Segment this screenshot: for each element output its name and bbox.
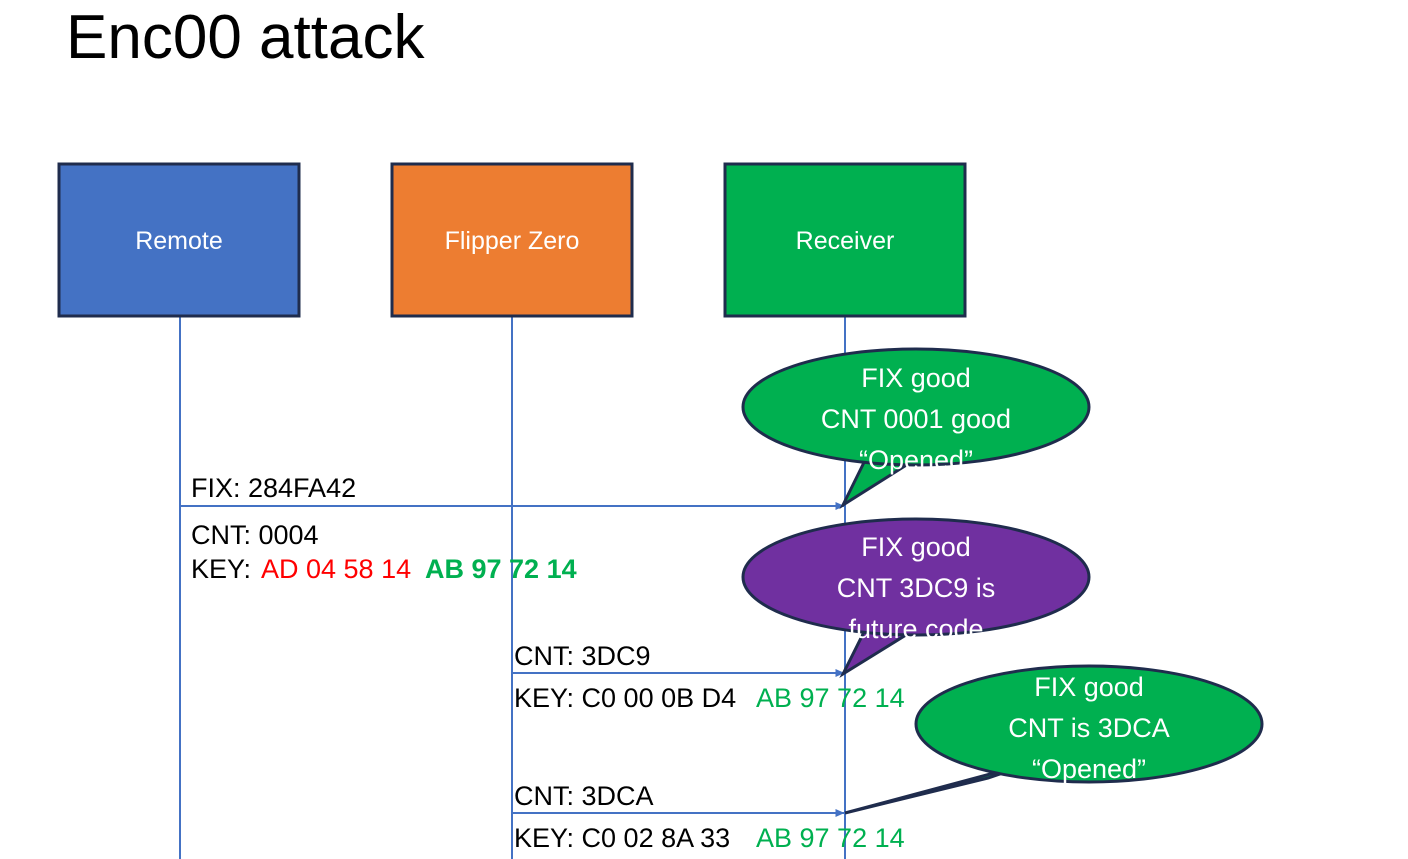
callout-1[interactable]: FIX good CNT 0001 good “Opened”: [741, 347, 1091, 510]
lane-flipper-label: Flipper Zero: [445, 227, 580, 255]
message-1-key-label: KEY:: [191, 554, 251, 584]
callout-3-line-3: “Opened”: [1032, 754, 1146, 784]
lane-flipper-box[interactable]: [390, 162, 634, 318]
callout-2-line-1: FIX good: [861, 532, 971, 562]
lane-flipper[interactable]: Flipper Zero: [390, 162, 634, 318]
callout-2-bubble[interactable]: [741, 517, 1091, 637]
message-1-key-part-fixed: AB 97 72 14: [425, 554, 577, 584]
callout-1-bubble[interactable]: [741, 347, 1091, 467]
message-2-line-cnt: CNT: 3DC9: [514, 641, 651, 671]
message-1-key-row: KEY: AD 04 58 14 AB 97 72 14: [191, 554, 577, 584]
message-1-key-part-manufacturer: AD 04 58 14: [261, 554, 411, 584]
callout-3-bubble[interactable]: [914, 664, 1264, 784]
callout-3[interactable]: FIX good CNT is 3DCA “Opened”: [844, 664, 1264, 815]
lane-receiver-box[interactable]: [723, 162, 967, 318]
callout-1-line-3: “Opened”: [859, 445, 973, 475]
message-1-line-fix: FIX: 284FA42: [191, 473, 356, 503]
callout-2-line-3: future code: [848, 614, 983, 644]
message-1[interactable]: FIX: 284FA42 CNT: 0004 KEY: AD 04 58 14 …: [181, 473, 845, 584]
message-3[interactable]: CNT: 3DCA KEY: C0 02 8A 33 AB 97 72 14: [513, 781, 905, 853]
message-3-key-label: KEY: C0 02 8A 33: [514, 823, 730, 853]
lane-receiver[interactable]: Receiver: [723, 162, 967, 318]
message-2[interactable]: CNT: 3DC9 KEY: C0 00 0B D4 AB 97 72 14: [513, 641, 905, 713]
lane-remote-label: Remote: [135, 227, 223, 255]
message-2-key-row: KEY: C0 00 0B D4 AB 97 72 14: [514, 683, 905, 713]
callout-2[interactable]: FIX good CNT 3DC9 is future code: [741, 517, 1091, 679]
message-1-line-cnt: CNT: 0004: [191, 520, 319, 550]
lane-receiver-label: Receiver: [796, 227, 895, 255]
callout-3-line-2: CNT is 3DCA: [1008, 713, 1170, 743]
callout-1-line-1: FIX good: [861, 363, 971, 393]
message-3-key-part-fixed: AB 97 72 14: [756, 823, 905, 853]
message-3-line-cnt: CNT: 3DCA: [514, 781, 654, 811]
message-2-key-label: KEY: C0 00 0B D4: [514, 683, 736, 713]
message-2-key-part-fixed: AB 97 72 14: [756, 683, 905, 713]
message-3-key-row: KEY: C0 02 8A 33 AB 97 72 14: [514, 823, 905, 853]
page-title: Enc00 attack: [66, 3, 425, 72]
lane-remote-box[interactable]: [57, 162, 301, 318]
callout-2-line-2: CNT 3DC9 is: [837, 573, 996, 603]
lane-remote[interactable]: Remote: [57, 162, 301, 318]
callout-3-line-1: FIX good: [1034, 672, 1144, 702]
callout-1-line-2: CNT 0001 good: [821, 404, 1011, 434]
